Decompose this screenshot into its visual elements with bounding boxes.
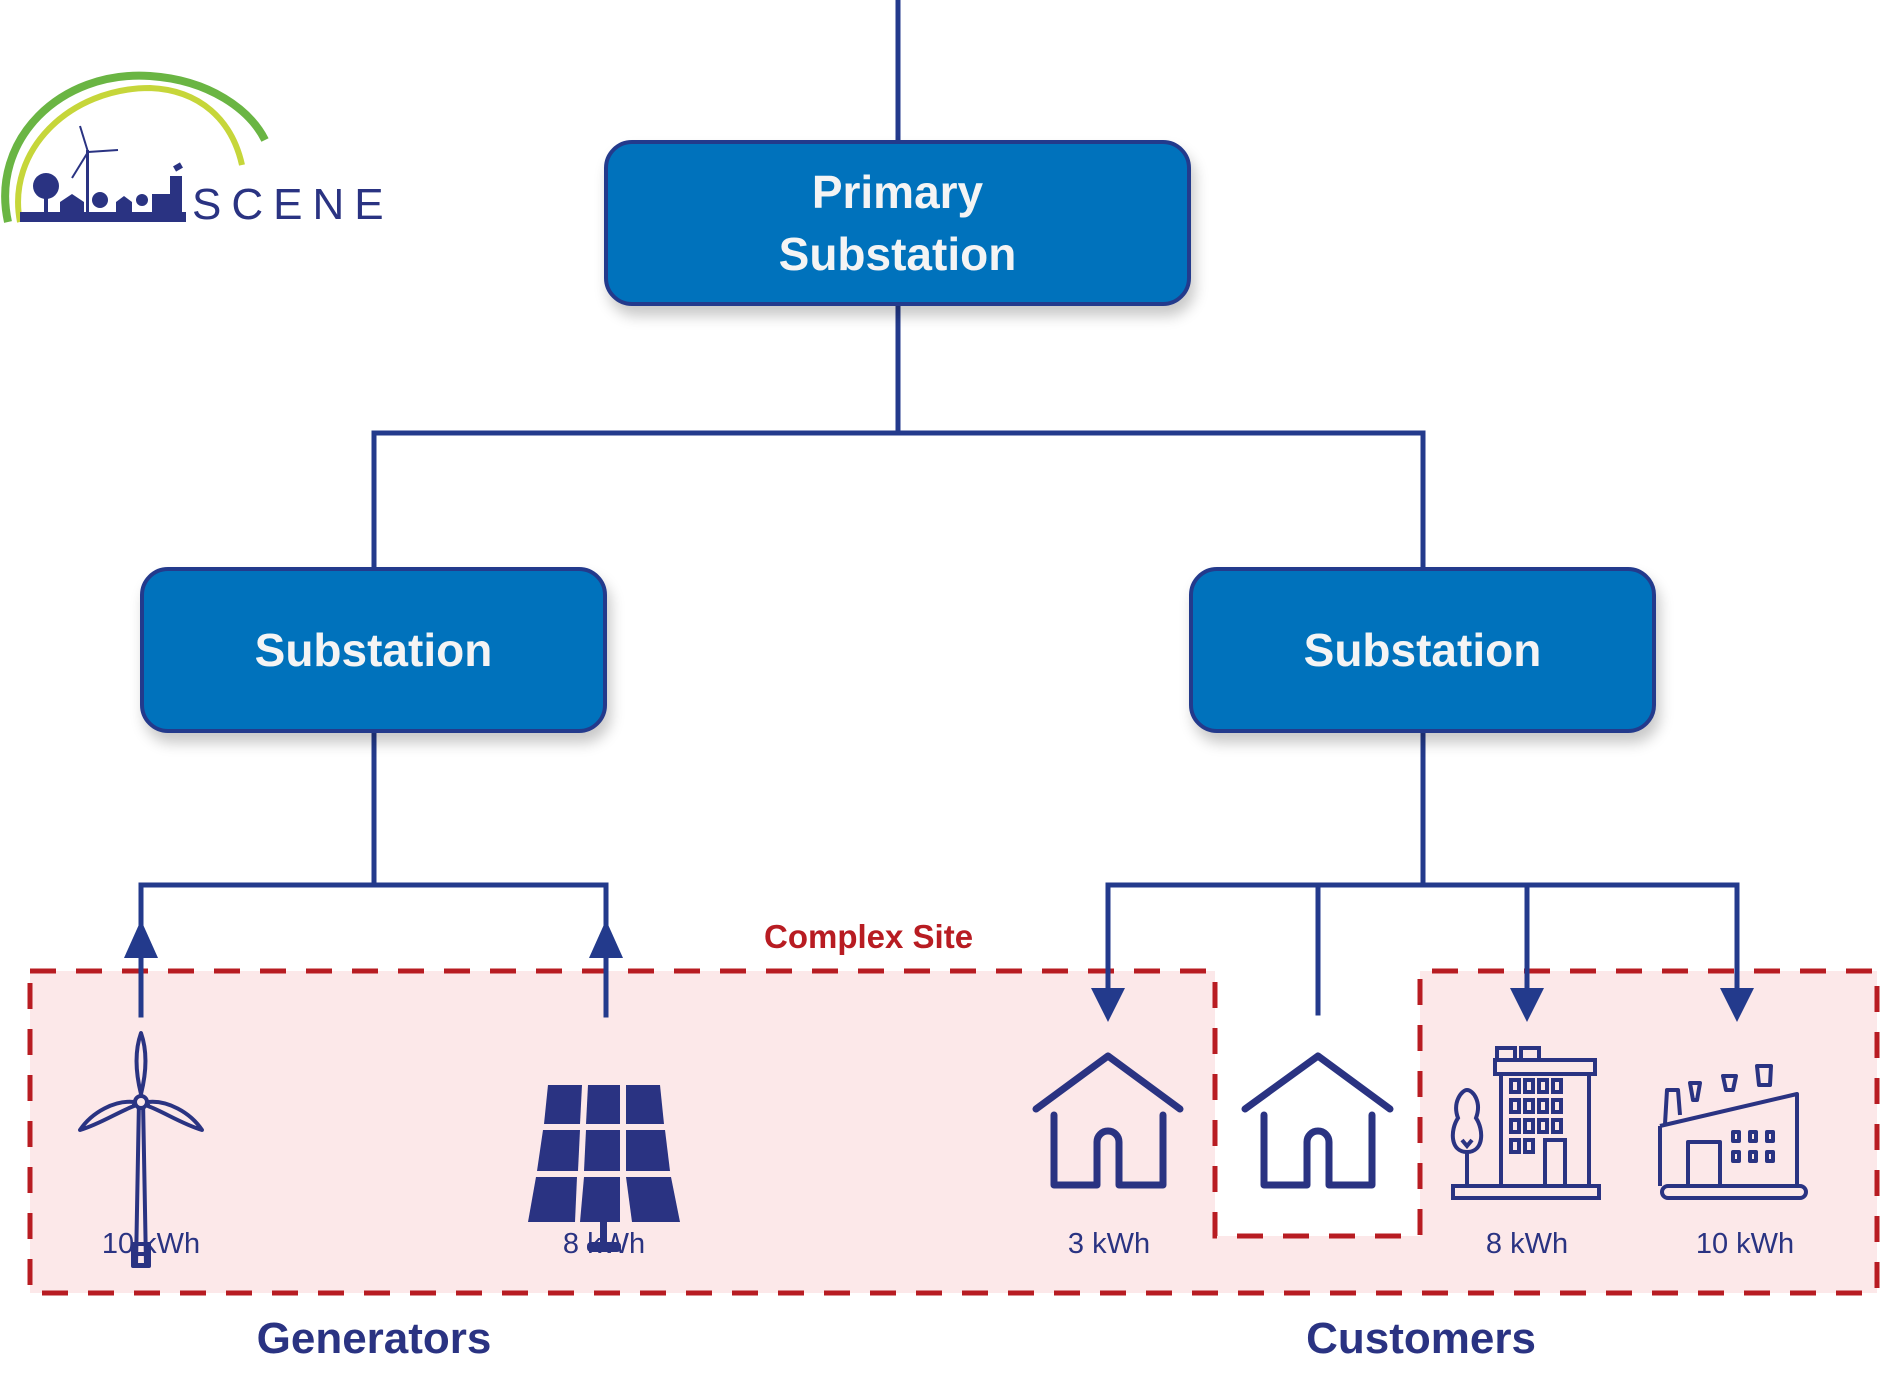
arrow-down-house-1 <box>1091 988 1125 1022</box>
factory-value: 10 kWh <box>1695 1228 1795 1260</box>
house-1-value: 3 kWh <box>1067 1228 1151 1260</box>
generators-group-label: Generators <box>256 1314 492 1363</box>
wind-turbine-icon <box>78 1031 204 1268</box>
complex-site-region <box>27 968 1880 1296</box>
left-substation-node[interactable]: Substation <box>140 567 607 733</box>
left-substation-label: Substation <box>254 624 493 676</box>
wind-turbine-value: 10 kWh <box>101 1228 201 1260</box>
office-building-icon <box>1450 1046 1601 1200</box>
factory-icon <box>1658 1064 1808 1200</box>
arrow-down-building <box>1510 988 1544 1022</box>
solar-panel-icon <box>528 1085 680 1252</box>
arrow-up-wind <box>124 920 158 958</box>
arrow-down-factory <box>1720 988 1754 1022</box>
logo-arc-outer <box>1 71 269 223</box>
solar-panel-value: 8 kWh <box>562 1228 646 1260</box>
arrow-up-solar <box>589 920 623 958</box>
logo-wordmark: SCENE <box>192 180 394 229</box>
customers-group-label: Customers <box>1306 1314 1536 1363</box>
right-substation-label: Substation <box>1303 624 1542 676</box>
house-icon <box>1241 1052 1394 1189</box>
primary-substation-label: Primary Substation <box>778 166 1017 280</box>
primary-substation-node[interactable]: Primary Substation <box>604 140 1191 306</box>
complex-site-label: Complex Site <box>764 918 974 955</box>
right-substation-node[interactable]: Substation <box>1189 567 1656 733</box>
scene-logo <box>1 71 269 223</box>
house-icon <box>1032 1052 1184 1189</box>
office-building-value: 8 kWh <box>1485 1228 1569 1260</box>
logo-arc-inner <box>15 84 245 223</box>
logo-skyline <box>20 125 186 222</box>
